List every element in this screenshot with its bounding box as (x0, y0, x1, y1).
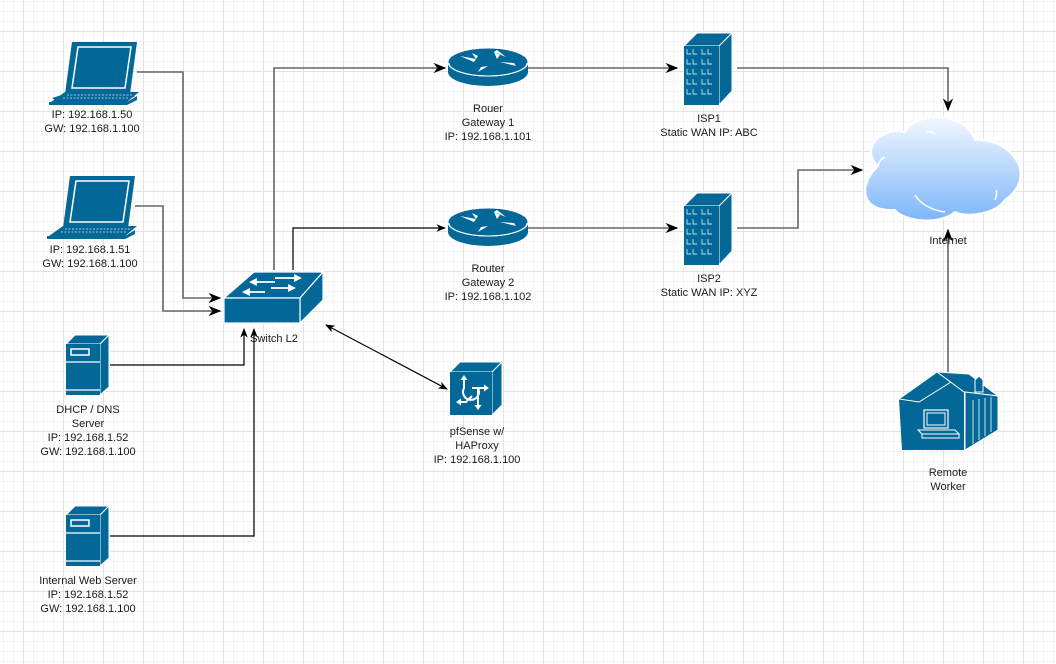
isp1-label: ISP1 Static WAN IP: ABC (660, 112, 757, 140)
ip-text: IP: 192.168.1.102 (444, 291, 532, 303)
name-text: Internet (929, 235, 967, 247)
dhcp-server-label: DHCP / DNS Server IP: 192.168.1.52 GW: 1… (40, 403, 135, 459)
wan-ip-text: Static WAN IP: ABC (660, 127, 758, 139)
name-text: Router (471, 263, 505, 275)
remote-worker-label: Remote Worker (929, 466, 968, 494)
laptop1-label: IP: 192.168.1.50 GW: 192.168.1.100 (44, 108, 139, 136)
name-text: Internal Web Server (39, 575, 137, 587)
edge-switch-router2[interactable] (292, 224, 446, 270)
edge-switch-router1[interactable] (273, 62, 447, 270)
name-text: Switch L2 (250, 333, 298, 345)
remote-worker-house-icon[interactable] (897, 371, 1000, 451)
edge-webserver-switch[interactable] (110, 328, 258, 537)
ip-text: IP: 192.168.1.101 (444, 131, 532, 143)
router-icon[interactable] (447, 47, 529, 86)
name-text: Gateway 1 (461, 117, 515, 129)
isp2-label: ISP2 Static WAN IP: XYZ (661, 272, 758, 300)
ip-text: IP: 192.168.1.50 (51, 109, 133, 121)
gateway-text: GW: 192.168.1.100 (40, 603, 136, 615)
switch-icon[interactable] (222, 270, 325, 325)
edge-isp1-internet[interactable] (737, 67, 954, 112)
name-text: Server (71, 418, 105, 430)
server-icon[interactable] (64, 333, 111, 397)
name-text: Remote (928, 467, 968, 479)
name-text: ISP2 (697, 273, 721, 285)
isp-building-icon[interactable] (682, 191, 734, 267)
gateway-text: GW: 192.168.1.100 (42, 258, 138, 270)
switch-label: Switch L2 (250, 332, 298, 346)
firewall-icon[interactable] (448, 360, 504, 417)
name-text: Worker (930, 481, 966, 493)
router-icon[interactable] (447, 207, 529, 246)
connectors (110, 62, 954, 537)
ip-text: IP: 192.168.1.52 (47, 589, 129, 601)
server-icon[interactable] (64, 504, 111, 568)
edge-laptop2-switch[interactable] (135, 205, 222, 317)
wan-ip-text: Static WAN IP: XYZ (660, 287, 758, 299)
name-text: ISP1 (697, 113, 721, 125)
edge-laptop1-switch[interactable] (137, 71, 222, 304)
laptop2-label: IP: 192.168.1.51 GW: 192.168.1.100 (42, 243, 137, 271)
name-text: Rouer (473, 103, 503, 115)
cloud-icon[interactable] (864, 116, 1022, 222)
internet-label: Internet (929, 234, 966, 248)
name-text: Gateway 2 (461, 277, 515, 289)
ip-text: IP: 192.168.1.51 (49, 244, 131, 256)
name-text: pfSense w/ (449, 426, 505, 438)
router2-label: Router Gateway 2 IP: 192.168.1.102 (445, 262, 532, 304)
laptop-icon[interactable] (47, 176, 137, 239)
ip-text: IP: 192.168.1.52 (47, 432, 129, 444)
edge-dhcp-switch[interactable] (110, 328, 248, 366)
laptop-icon[interactable] (49, 42, 139, 105)
edge-isp2-internet[interactable] (737, 164, 864, 229)
gateway-text: GW: 192.168.1.100 (44, 123, 140, 135)
isp-building-icon[interactable] (682, 31, 734, 107)
ip-text: IP: 192.168.1.100 (433, 454, 521, 466)
gateway-text: GW: 192.168.1.100 (40, 446, 136, 458)
name-text: HAProxy (455, 440, 499, 452)
router1-label: Rouer Gateway 1 IP: 192.168.1.101 (445, 102, 532, 144)
edge-switch-pfsense[interactable] (325, 324, 448, 390)
web-server-label: Internal Web Server IP: 192.168.1.52 GW:… (39, 574, 137, 616)
pfsense-label: pfSense w/ HAProxy IP: 192.168.1.100 (434, 425, 521, 467)
name-text: DHCP / DNS (56, 404, 120, 416)
